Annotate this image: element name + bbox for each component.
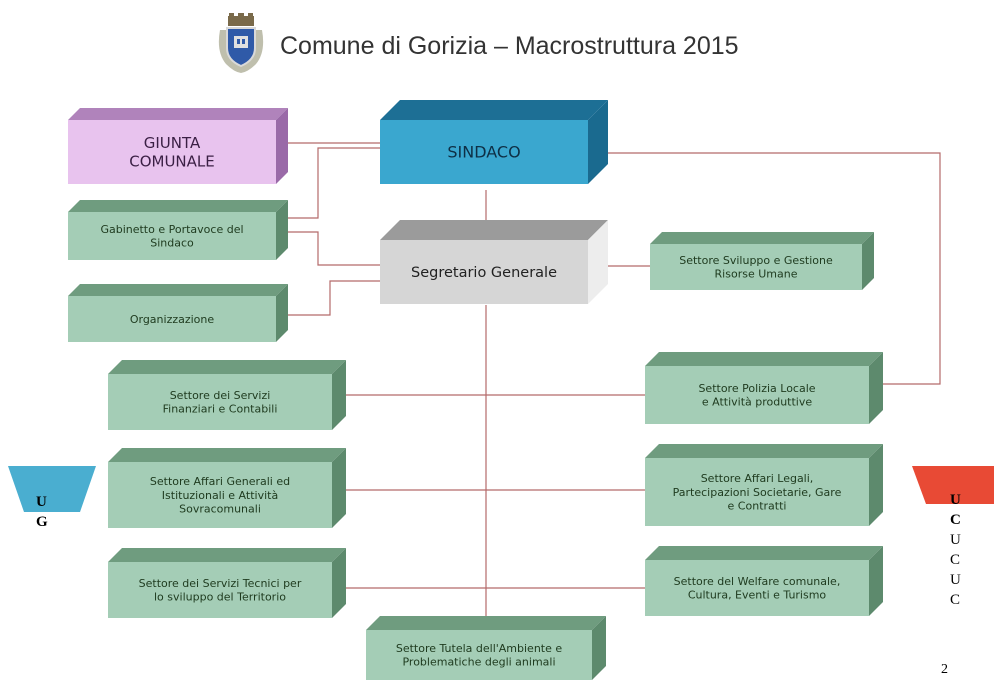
box-top-face [366,616,606,630]
box-side-face [332,360,346,430]
box-top-face [108,448,346,462]
box-front-face [68,212,276,260]
box-front-face [645,458,869,526]
ug-shape [8,466,96,512]
box-front-face [68,296,276,342]
box-top-face [68,200,288,212]
connector-line [608,152,941,385]
side-letter: C [950,512,961,528]
box-side-face [869,444,883,526]
box-side-face [276,284,288,342]
box-top-face [108,360,346,374]
connector-line [288,147,380,219]
side-letter: C [950,552,961,568]
box-side-face [869,546,883,616]
box-side-face [276,200,288,260]
box-side-face [592,616,606,680]
box-front-face [68,120,276,184]
box-front-face [650,244,862,290]
box-front-face [380,120,588,184]
box-front-face [108,374,332,430]
side-letter: U [950,572,961,588]
side-letter: G [36,514,48,530]
connector-line [288,280,380,316]
box-front-face [645,366,869,424]
box-front-face [380,240,588,304]
connector-line [288,231,380,266]
box-top-face [650,232,874,244]
page-number: 2 [941,662,948,677]
box-top-face [108,548,346,562]
box-side-face [332,448,346,528]
box-side-face [276,108,288,184]
box-label: SINDACO [447,143,520,162]
side-letter: U [36,494,47,510]
box-front-face [645,560,869,616]
box-top-face [645,352,883,366]
side-letter: U [950,532,961,548]
box-front-face [366,630,592,680]
box-top-face [68,108,288,120]
box-segretario: Segretario Generale [380,220,608,304]
page-title: Comune di Gorizia – Macrostruttura 2015 [280,32,739,60]
box-side-face [588,220,608,304]
gorizia-coat-of-arms-icon [218,13,264,73]
ucuc-shape [912,466,994,504]
box-label: Segretario Generale [411,265,557,281]
box-label: Settore del Welfare comunale,Cultura, Ev… [674,575,841,602]
box-top-face [68,284,288,296]
box-top-face [380,100,608,120]
box-label: Settore Affari Legali,Partecipazioni Soc… [673,472,842,512]
side-letter: C [950,592,961,608]
box-organizzazione: Organizzazione [68,284,288,342]
box-sindaco: SINDACO [380,100,608,184]
box-welfare: Settore del Welfare comunale,Cultura, Ev… [645,546,883,616]
box-side-face [869,352,883,424]
box-top-face [645,546,883,560]
box-side-face [862,232,874,290]
box-label: Organizzazione [130,313,215,326]
box-side-face [332,548,346,618]
box-top-face [645,444,883,458]
box-top-face [380,220,608,240]
box-front-face [108,462,332,528]
box-front-face [108,562,332,618]
box-side-face [588,100,608,184]
side-letter: U [950,492,961,508]
box-affari-legali: Settore Affari Legali,Partecipazioni Soc… [645,444,883,526]
